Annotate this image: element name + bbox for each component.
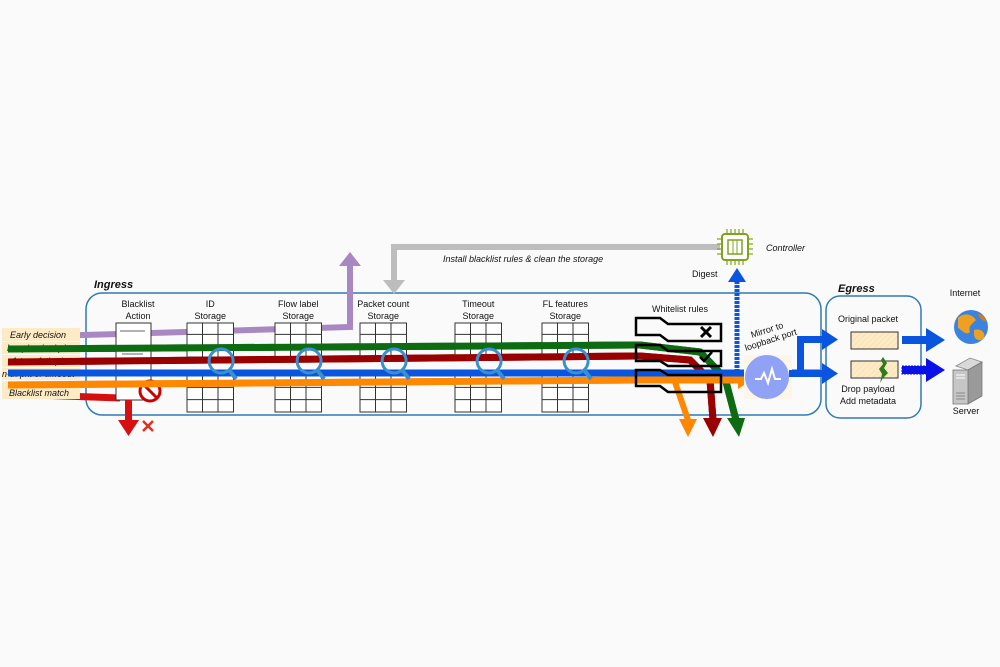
mirror-port-icon: [744, 355, 792, 399]
magnifier-icon: [207, 347, 238, 381]
flow-loopbacked-arrowhead: [727, 418, 745, 437]
accept-check-icon: [699, 351, 713, 363]
storage-label-1: Flow label: [278, 299, 319, 309]
ingress-box: [85, 292, 822, 416]
controller-chip-icon: [717, 229, 753, 265]
egress-arrows: [789, 329, 838, 384]
globe-icon: [954, 310, 988, 344]
legend-early-decision: Early decision: [10, 330, 66, 340]
internet-label: Internet: [950, 288, 981, 298]
flow-1-to-n-1-overlay: [7, 352, 717, 421]
controller-label: Controller: [766, 243, 806, 253]
legend-blacklist-match: Blacklist match: [9, 388, 69, 398]
install-rules-label: Install blacklist rules & clean the stor…: [443, 254, 603, 264]
install-rules-arrow: [383, 244, 720, 294]
original-packet-label: Original packet: [838, 314, 899, 324]
add-metadata-label: Add metadata: [840, 396, 896, 406]
storage-label-1: FL features: [543, 299, 589, 309]
storage-label-1: Timeout: [462, 299, 495, 309]
blacklist-label-2: Action: [125, 311, 150, 321]
flow-collision-overlay: [7, 376, 740, 389]
storage-label-2: Storage: [367, 311, 399, 321]
whitelist-label: Whitelist rules: [652, 304, 709, 314]
cut-icon: [879, 357, 888, 383]
server-icon: [952, 357, 983, 405]
reject-x-icon: [699, 325, 713, 339]
drop-payload-label: Drop payload: [841, 384, 895, 394]
egress-title: Egress: [838, 283, 875, 295]
magnifier-icon: [475, 347, 506, 381]
storage-label-2: Storage: [462, 311, 494, 321]
flow-collision-branch: [672, 381, 691, 421]
whitelist-rules: [634, 316, 723, 394]
storage-label-2: Storage: [549, 311, 581, 321]
flow-1-to-n-1-arrowhead: [703, 418, 722, 437]
drop-arrow: [118, 400, 139, 436]
magnifier-icon: [562, 347, 593, 381]
storage-label-2: Storage: [194, 311, 226, 321]
digest-arrow: [728, 268, 746, 372]
storage-label-1: Packet count: [357, 299, 410, 309]
storage-label-1: ID: [206, 299, 216, 309]
blacklist-label-1: Blacklist: [121, 299, 155, 309]
server-label: Server: [953, 406, 980, 416]
drop-x-icon: [142, 420, 154, 432]
magnifier-icon: [380, 347, 411, 381]
ingress-title: Ingress: [94, 279, 133, 291]
original-packet-box: [850, 331, 899, 350]
magnifier-icon: [295, 347, 326, 381]
trimmed-packet-box: [850, 360, 899, 379]
storage-label-2: Storage: [282, 311, 314, 321]
flow-collision-branch-arrowhead: [679, 419, 697, 437]
egress-out-arrows: [901, 328, 945, 382]
egress-box: [825, 295, 922, 419]
digest-label: Digest: [692, 269, 718, 279]
